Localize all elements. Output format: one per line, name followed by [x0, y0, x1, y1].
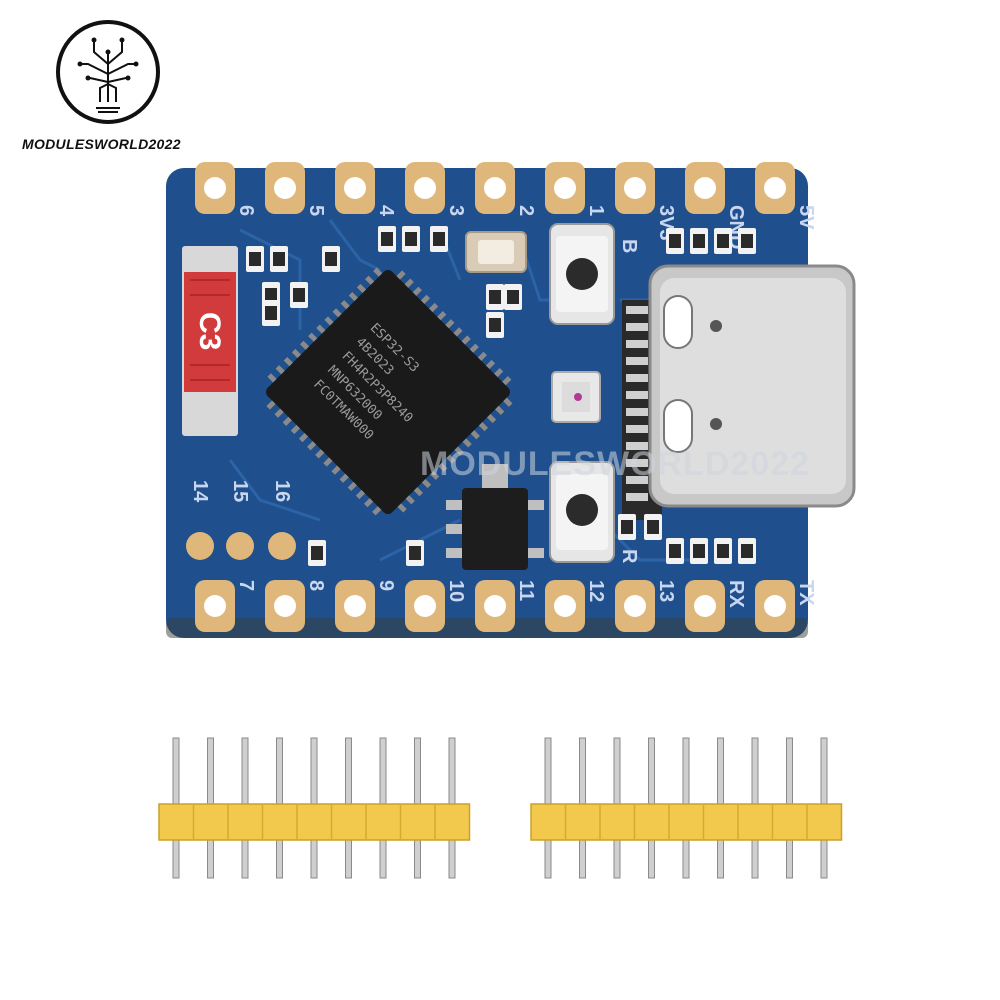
- castellated-pad: [405, 580, 445, 632]
- top-pin-label: 4: [375, 205, 397, 217]
- bottom-pin-label: 12: [585, 580, 607, 602]
- bottom-pin-label: 7: [235, 580, 257, 591]
- bottom-pin-label: TX: [795, 580, 817, 606]
- side-pin-label: 14: [189, 480, 211, 503]
- castellated-pad: [545, 580, 585, 632]
- smd-component: [504, 284, 522, 310]
- esp32-s3-chip: ESP32-S34B2023FH4R2P3P8240MNP632000FC0TM…: [266, 267, 513, 516]
- boot-button-label: B: [618, 239, 640, 253]
- smd-component: [644, 514, 662, 540]
- smd-component: [262, 300, 280, 326]
- watermark-text: MODULESWORLD2022: [420, 445, 811, 483]
- bottom-pin-label: 9: [375, 580, 397, 591]
- castellated-pad: [195, 162, 235, 214]
- castellated-pad: [335, 580, 375, 632]
- top-pin-label: 6: [235, 205, 257, 216]
- c3-label: C3: [193, 312, 226, 350]
- smd-component: [486, 312, 504, 338]
- bottom-pin-label: 13: [655, 580, 677, 602]
- brand-name: MODULESWORLD2022: [22, 136, 181, 152]
- castellated-pad: [265, 162, 305, 214]
- voltage-regulator: [462, 488, 528, 570]
- side-pin-label: 16: [271, 480, 293, 502]
- bottom-pin-label: 8: [305, 580, 327, 591]
- side-pin-pads: [186, 532, 296, 560]
- castellated-pad: [195, 580, 235, 632]
- smd-component: [290, 282, 308, 308]
- smd-component: [378, 226, 396, 252]
- castellated-pad: [615, 162, 655, 214]
- smd-component: [618, 514, 636, 540]
- smd-component: [402, 226, 420, 252]
- top-pin-label: 1: [585, 205, 607, 216]
- smd-component: [714, 538, 732, 564]
- bottom-pin-label: RX: [725, 580, 747, 608]
- header-plastic: [158, 803, 471, 841]
- smd-component: [308, 540, 326, 566]
- castellated-pad: [405, 162, 445, 214]
- top-pin-label: 5: [305, 205, 327, 216]
- bottom-pin-label: 10: [445, 580, 467, 602]
- smd-component: [486, 284, 504, 310]
- castellated-pad: [755, 580, 795, 632]
- smd-component: [322, 246, 340, 272]
- side-pin-label: 15: [229, 480, 251, 502]
- smd-component: [738, 228, 756, 254]
- castellated-pad: [685, 580, 725, 632]
- smd-component: [666, 228, 684, 254]
- smd-component: [690, 538, 708, 564]
- top-pin-label: 2: [515, 205, 537, 216]
- castellated-pad: [335, 162, 375, 214]
- smd-component: [714, 228, 732, 254]
- pin-header-left: [158, 737, 471, 879]
- pin-header-right: [530, 737, 843, 879]
- top-pin-pads: [195, 162, 795, 214]
- smd-component: [690, 228, 708, 254]
- logo-circuit-tree-icon: [56, 20, 160, 124]
- smd-component: [246, 246, 264, 272]
- smd-component: [738, 538, 756, 564]
- header-plastic: [530, 803, 843, 841]
- reset-button-label: R: [618, 549, 640, 564]
- smd-component: [270, 246, 288, 272]
- bottom-pin-pads: [195, 580, 795, 632]
- boot-button: [549, 223, 615, 325]
- castellated-pad: [755, 162, 795, 214]
- usb-c-connector: [622, 264, 856, 520]
- reset-button: [549, 461, 615, 563]
- castellated-pad: [475, 162, 515, 214]
- castellated-pad: [685, 162, 725, 214]
- castellated-pad: [265, 580, 305, 632]
- top-pin-label: 5V: [795, 205, 817, 230]
- smd-component: [406, 540, 424, 566]
- castellated-pad: [475, 580, 515, 632]
- castellated-pad: [545, 162, 585, 214]
- top-pin-label: 3: [445, 205, 467, 216]
- castellated-pad: [615, 580, 655, 632]
- smd-component: [666, 538, 684, 564]
- smd-component: [430, 226, 448, 252]
- bottom-pin-label: 11: [515, 580, 537, 601]
